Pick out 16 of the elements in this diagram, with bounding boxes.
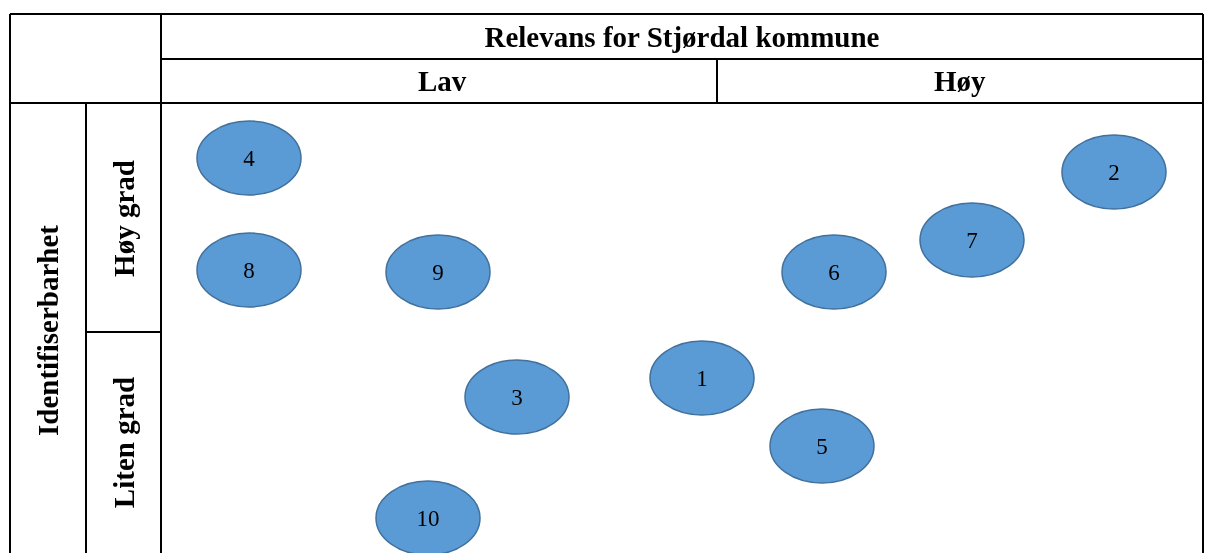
column-header: Høy: [934, 66, 986, 96]
marker-number: 7: [965, 228, 979, 252]
marker-number: 8: [242, 258, 256, 282]
marker-number: 6: [827, 260, 841, 284]
marker-number: 5: [815, 434, 829, 458]
column-header: Lav: [418, 66, 467, 96]
marker-number: 1: [695, 366, 709, 390]
row-header: Identifiserbarhet: [33, 224, 63, 436]
column-header: Relevans for Stjørdal kommune: [484, 22, 880, 52]
row-header: Liten grad: [109, 376, 139, 508]
marker-number: 4: [242, 146, 256, 170]
marker-number: 2: [1107, 160, 1121, 184]
marker-number: 3: [510, 385, 524, 409]
row-header: Høy grad: [109, 159, 139, 277]
marker-number: 9: [431, 260, 445, 284]
marker-number: 10: [415, 506, 441, 530]
